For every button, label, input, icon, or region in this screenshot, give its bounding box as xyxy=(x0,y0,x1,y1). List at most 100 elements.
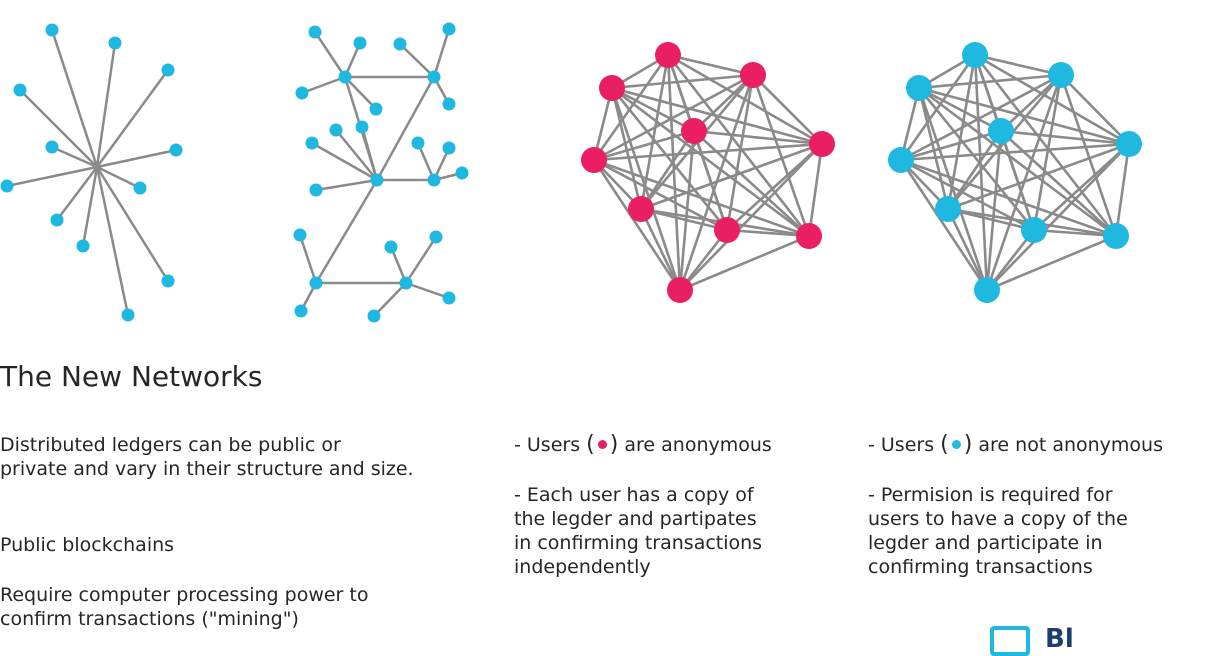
node xyxy=(353,36,367,50)
private-desc-line-2: users to have a copy of the xyxy=(868,508,1128,530)
edge xyxy=(592,159,682,291)
edge xyxy=(986,234,1117,292)
edge xyxy=(373,282,407,317)
edge xyxy=(1000,130,1117,237)
edge xyxy=(900,129,1002,162)
edge xyxy=(335,129,378,181)
node xyxy=(1021,217,1047,243)
node xyxy=(906,75,932,101)
node xyxy=(681,118,707,144)
edge xyxy=(593,158,810,238)
node xyxy=(108,36,122,50)
edge xyxy=(1060,74,1130,145)
node xyxy=(442,22,456,36)
edge xyxy=(918,73,1062,90)
mining-line-2: confirm transactions ("mining") xyxy=(0,608,299,630)
node xyxy=(305,136,319,150)
edge xyxy=(405,281,450,300)
edge xyxy=(900,142,1130,162)
node xyxy=(370,173,384,187)
edge xyxy=(611,86,695,133)
edge xyxy=(899,54,977,161)
node xyxy=(367,309,381,323)
node xyxy=(294,304,308,318)
node xyxy=(1116,131,1142,157)
node xyxy=(714,217,740,243)
node xyxy=(121,308,135,322)
node xyxy=(393,37,407,51)
edge xyxy=(679,143,823,291)
node xyxy=(308,25,322,39)
node xyxy=(0,179,14,193)
edge xyxy=(610,87,682,291)
public-users-suffix: are anonymous xyxy=(624,434,772,456)
edge xyxy=(96,148,177,169)
edge xyxy=(725,74,755,231)
edge xyxy=(900,73,1062,162)
node xyxy=(76,239,90,253)
public-blockchains-label: Public blockchains xyxy=(0,534,175,556)
edge xyxy=(1000,129,1130,146)
edge xyxy=(593,73,754,162)
edge xyxy=(973,54,1118,237)
edge xyxy=(298,234,318,284)
node xyxy=(809,131,835,157)
decentralized-network xyxy=(293,22,469,323)
edge xyxy=(918,86,1130,146)
edge xyxy=(678,130,696,291)
node xyxy=(429,230,443,244)
edge xyxy=(610,87,643,210)
edge xyxy=(726,143,823,231)
edge xyxy=(1000,74,1062,132)
edge xyxy=(679,234,810,292)
edge xyxy=(51,145,98,169)
node xyxy=(935,196,961,222)
edge xyxy=(314,179,379,284)
node xyxy=(667,277,693,303)
edge xyxy=(1059,74,1118,237)
public-desc-line-3: in confirming transactions xyxy=(514,532,763,554)
edge xyxy=(985,130,1003,291)
edge xyxy=(432,28,451,78)
node xyxy=(888,147,914,173)
node xyxy=(455,166,469,180)
edge xyxy=(19,89,98,168)
private-desc-line-3: legder and participate in xyxy=(868,532,1103,554)
edge xyxy=(946,208,989,291)
edge xyxy=(95,42,117,168)
edge xyxy=(6,165,98,188)
node xyxy=(442,97,456,111)
page-title: The New Networks xyxy=(0,360,263,393)
node xyxy=(399,276,413,290)
edge xyxy=(50,29,99,168)
edge xyxy=(918,86,1117,238)
edge xyxy=(593,129,695,162)
node xyxy=(427,173,441,187)
edge xyxy=(946,130,1003,210)
edge xyxy=(592,54,670,161)
node xyxy=(442,291,456,305)
edge xyxy=(726,228,810,238)
edge xyxy=(1032,74,1063,231)
edge xyxy=(315,178,378,192)
node xyxy=(295,86,309,100)
edge xyxy=(639,130,696,210)
intro-line-2: private and vary in their structure and … xyxy=(0,458,414,480)
public-node-dot-icon xyxy=(597,440,607,449)
node xyxy=(796,223,822,249)
centralized-network xyxy=(0,23,183,322)
edge xyxy=(900,158,1117,238)
edge xyxy=(974,53,1062,77)
edge xyxy=(1033,228,1117,238)
edge xyxy=(973,54,989,291)
edge xyxy=(692,130,729,231)
node xyxy=(309,276,323,290)
edge xyxy=(95,69,170,168)
private-desc-line-1: - Permision is required for xyxy=(868,484,1113,506)
edge xyxy=(751,74,811,237)
edge xyxy=(986,143,1130,291)
edge xyxy=(917,87,950,210)
public-users-prefix: - Users xyxy=(514,434,581,456)
edge xyxy=(693,129,823,146)
node xyxy=(411,136,425,150)
